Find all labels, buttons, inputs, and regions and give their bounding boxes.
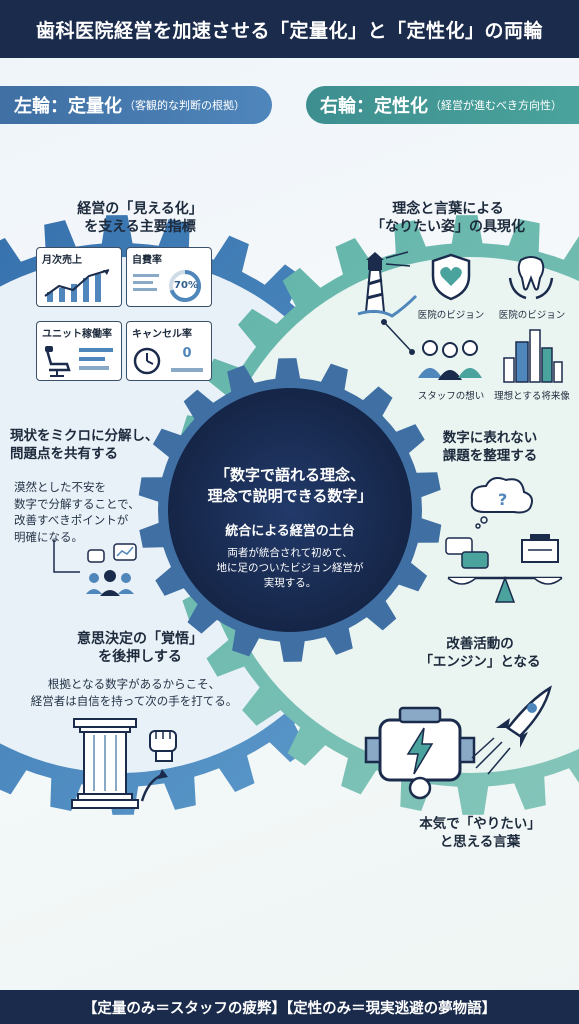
question-cloud-scale-icon: ? — [445, 477, 563, 603]
city-skyline-icon — [503, 329, 563, 383]
right-section1-title-line1: 理念と言葉による — [392, 201, 504, 217]
left-section1-title: 経営の「見える化」 を支える主要指標 — [40, 200, 240, 236]
right-section1-title-line2: 「なりたい姿」の具現化 — [371, 219, 525, 236]
kpi-card-cancel-rate: キャンセル率 0 — [126, 321, 212, 381]
right-section4-title-line1: 本気で「やりたい」 — [419, 816, 541, 832]
body-line: 漠然とした不安を — [14, 480, 106, 494]
right-wheel-label-main: 右輪：定性化 — [320, 96, 428, 117]
footer-banner: 【定量のみ＝スタッフの疲弊】【定性のみ＝現実逃避の夢物語】 — [0, 990, 579, 1024]
body-line: 両者が統合されて初めて、 — [227, 547, 353, 559]
center-subtitle: 統合による経営の土台 — [225, 524, 355, 539]
kpi-card-self-pay-rate: 自費率 70% — [126, 247, 212, 307]
kpi-card-unit-utilization: ユニット稼働率 — [36, 321, 122, 381]
pillar-fist-icon — [71, 718, 177, 809]
body-line: 根拠となる数字があるからこそ、 — [47, 677, 221, 691]
shield-heart-icon — [431, 253, 471, 301]
kpi-title: 自費率 — [132, 255, 162, 266]
left-section3-title: 意思決定の「覚悟」 を後押しする — [40, 630, 240, 666]
kpi-title: 月次売上 — [42, 255, 82, 266]
right-section2-title-line2: 課題を整理する — [442, 447, 538, 464]
connector-line — [381, 319, 415, 355]
left-section2-body: 漠然とした不安を 数字で分解することで、 改善すべきポイントが 明確になる。 — [14, 479, 184, 546]
clock-icon — [133, 347, 203, 375]
question-mark-glyph: ? — [498, 490, 507, 509]
donut-gauge-icon — [133, 270, 202, 302]
right-wheel-label: 右輪：定性化 （経営が進むべき方向性） — [306, 86, 579, 124]
body-line: 実現する。 — [263, 577, 317, 590]
left-wheel-label: 左輪：定量化 （客観的な判断の根拠） — [0, 86, 272, 124]
kpi-card-monthly-sales: 月次売上 — [36, 247, 122, 307]
staff-group-icon — [418, 340, 482, 380]
bar-line-chart-icon — [44, 269, 110, 302]
caption-clinic-vision-2: 医院のビジョン — [498, 310, 566, 321]
lighthouse-icon — [357, 251, 418, 318]
center-quote-line2: 理念で説明できる数字」 — [207, 487, 373, 505]
right-section4-title-line2: と思える言葉 — [439, 833, 521, 850]
center-gear-shape — [138, 358, 442, 662]
right-section3-title-line2: 「エンジン」となる — [419, 653, 541, 670]
left-section1-title-line2: を支える主要指標 — [84, 219, 196, 236]
kpi-title: ユニット稼働率 — [42, 329, 112, 340]
right-section2-title-line1: 数字に表れない — [442, 430, 538, 446]
page-title: 歯科医院経営を加速させる「定量化」と「定性化」の両輪 — [0, 0, 579, 58]
right-section3-title: 改善活動の 「エンジン」となる — [400, 636, 560, 671]
engine-rocket-icon — [364, 685, 552, 800]
left-section2-title-line2: 問題点を共有する — [10, 445, 118, 462]
body-line: 数字で分解することで、 — [14, 496, 140, 511]
center-quote: 「数字で語れる理念、 理念で説明できる数字」 — [180, 465, 400, 507]
left-section3-title-line1: 意思決定の「覚悟」 — [77, 631, 203, 647]
right-section1-title: 理念と言葉による 「なりたい姿」の具現化 — [338, 200, 558, 236]
center-quote-line1: 「数字で語れる理念、 — [214, 466, 365, 484]
caption-staff-feelings: スタッフの想い — [417, 391, 485, 402]
tooth-hands-icon — [508, 256, 554, 300]
body-line: 地に足のついたビジョン経営が — [216, 562, 364, 575]
right-section3-title-line1: 改善活動の — [446, 636, 514, 652]
caption-clinic-vision-1: 医院のビジョン — [417, 310, 485, 321]
center-body: 両者が統合されて初めて、 地に足のついたビジョン経営が 実現する。 — [190, 546, 390, 592]
dental-chair-icon — [45, 346, 113, 377]
left-section2-title-line1: 現状をミクロに分解し、 — [10, 428, 159, 444]
team-discussion-icon — [53, 540, 137, 596]
body-line: 改善すべきポイントが — [14, 513, 129, 528]
left-section2-title: 現状をミクロに分解し、 問題点を共有する — [10, 428, 180, 463]
kpi-value: 70% — [174, 280, 198, 291]
body-line: 経営者は自信を持って次の手を打てる。 — [30, 693, 238, 708]
left-section3-title-line2: を後押しする — [98, 649, 182, 666]
left-section3-body: 根拠となる数字があるからこそ、 経営者は自信を持って次の手を打てる。 — [14, 676, 254, 709]
kpi-value: 0 — [182, 346, 192, 361]
left-section1-title-line1: 経営の「見える化」 — [77, 201, 203, 217]
body-line: 明確になる。 — [14, 530, 83, 545]
left-wheel-label-sub: （客観的な判断の根拠） — [124, 99, 245, 112]
right-wheel-label-sub: （経営が進むべき方向性） — [430, 99, 562, 112]
right-section2-title: 数字に表れない 課題を整理する — [410, 430, 570, 465]
kpi-title: キャンセル率 — [132, 329, 192, 340]
caption-ideal-future: 理想とする将来像 — [494, 391, 570, 402]
right-section4-title: 本気で「やりたい」 と思える言葉 — [400, 816, 560, 851]
left-wheel-label-main: 左輪：定量化 — [14, 96, 122, 117]
gear-center-face — [168, 388, 412, 632]
